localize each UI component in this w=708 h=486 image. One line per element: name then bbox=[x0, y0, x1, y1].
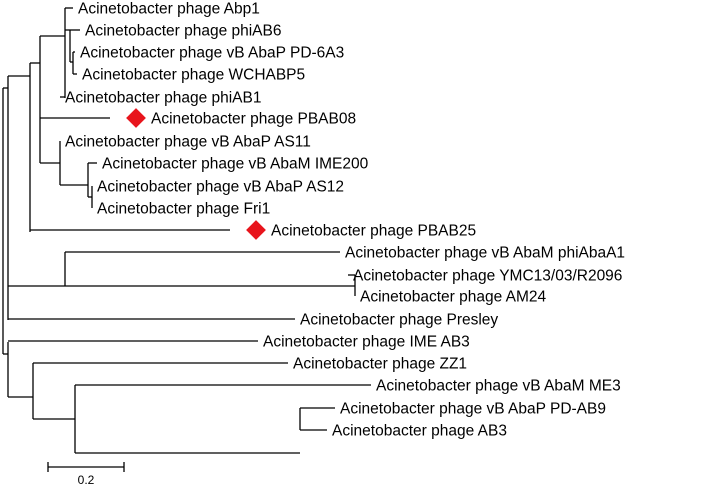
highlight-diamond-marker bbox=[246, 220, 266, 240]
leaf-label: Acinetobacter phage Presley bbox=[300, 312, 498, 329]
leaf-label: Acinetobacter phage Abp1 bbox=[78, 1, 260, 18]
leaf-label: Acinetobacter phage phiAB1 bbox=[65, 90, 261, 107]
leaf-label: Acinetobacter phage PBAB25 bbox=[271, 223, 476, 240]
leaf-label: Acinetobacter phage vB AbaP PD-6A3 bbox=[80, 45, 344, 62]
leaf-label: Acinetobacter phage AB3 bbox=[332, 423, 507, 440]
leaf-label: Acinetobacter phage PBAB08 bbox=[151, 111, 356, 128]
leaf-label: Acinetobacter phage IME AB3 bbox=[263, 334, 470, 351]
highlight-diamond-marker bbox=[126, 108, 146, 128]
leaf-label: Acinetobacter phage vB AbaP AS11 bbox=[65, 134, 311, 151]
tree-branches bbox=[2, 7, 371, 454]
leaf-label: Acinetobacter phage phiAB6 bbox=[85, 23, 281, 40]
leaf-label: Acinetobacter phage YMC13/03/R2096 bbox=[353, 268, 622, 285]
leaf-label: Acinetobacter phage vB AbaP PD-AB9 bbox=[340, 401, 606, 418]
leaf-label: Acinetobacter phage vB AbaM ME3 bbox=[376, 378, 621, 395]
leaf-label: Acinetobacter phage WCHABP5 bbox=[82, 67, 305, 84]
leaf-label: Acinetobacter phage Fri1 bbox=[97, 201, 270, 218]
leaf-label: Acinetobacter phage vB AbaM IME200 bbox=[102, 156, 369, 173]
scale-bar: 0.2 bbox=[47, 462, 125, 486]
leaf-label: Acinetobacter phage vB AbaP AS12 bbox=[97, 179, 344, 196]
leaf-label: Acinetobacter phage vB AbaM phiAbaA1 bbox=[345, 245, 625, 262]
leaf-label: Acinetobacter phage ZZ1 bbox=[293, 356, 467, 373]
scale-bar-label: 0.2 bbox=[78, 473, 95, 486]
leaf-label: Acinetobacter phage AM24 bbox=[360, 289, 547, 306]
